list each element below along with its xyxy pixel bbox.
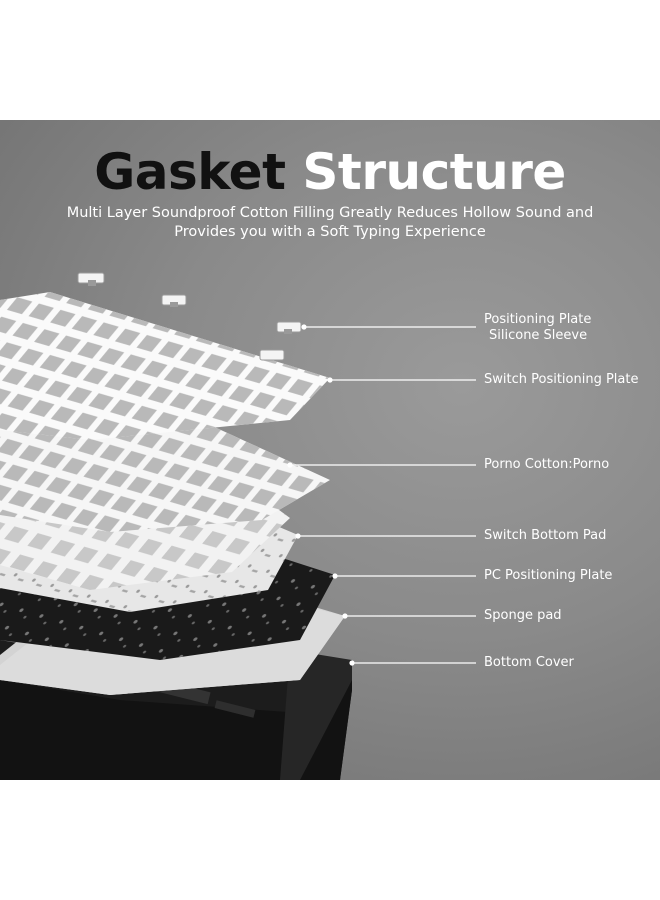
label-positioning-plate-silicone-sleeve: Positioning Plate Silicone Sleeve — [484, 312, 591, 344]
positioning-plate-layer — [0, 292, 330, 440]
label-sponge-pad: Sponge pad — [484, 608, 562, 623]
exploded-keyboard-illustration — [0, 272, 476, 780]
headline: Gasket Structure — [0, 142, 660, 202]
headline-word-2: Structure — [302, 143, 566, 201]
leader-lines — [287, 324, 476, 666]
subtitle: Multi Layer Soundproof Cotton Filling Gr… — [66, 205, 594, 240]
label-porno-cotton: Porno Cotton:Porno — [484, 457, 610, 472]
label-bottom-cover: Bottom Cover — [484, 655, 574, 670]
silicone-sleeves — [77, 272, 302, 361]
label-switch-bottom-pad: Switch Bottom Pad — [484, 528, 607, 543]
label-line-2: Silicone Sleeve — [489, 328, 588, 343]
label-pc-positioning-plate: PC Positioning Plate — [484, 568, 613, 583]
label-switch-positioning-plate: Switch Positioning Plate — [484, 372, 639, 387]
label-line-1: Positioning Plate — [484, 312, 592, 327]
headline-word-1: Gasket — [94, 143, 286, 201]
product-image-panel: Gasket Structure Multi Layer Soundproof … — [0, 120, 660, 780]
